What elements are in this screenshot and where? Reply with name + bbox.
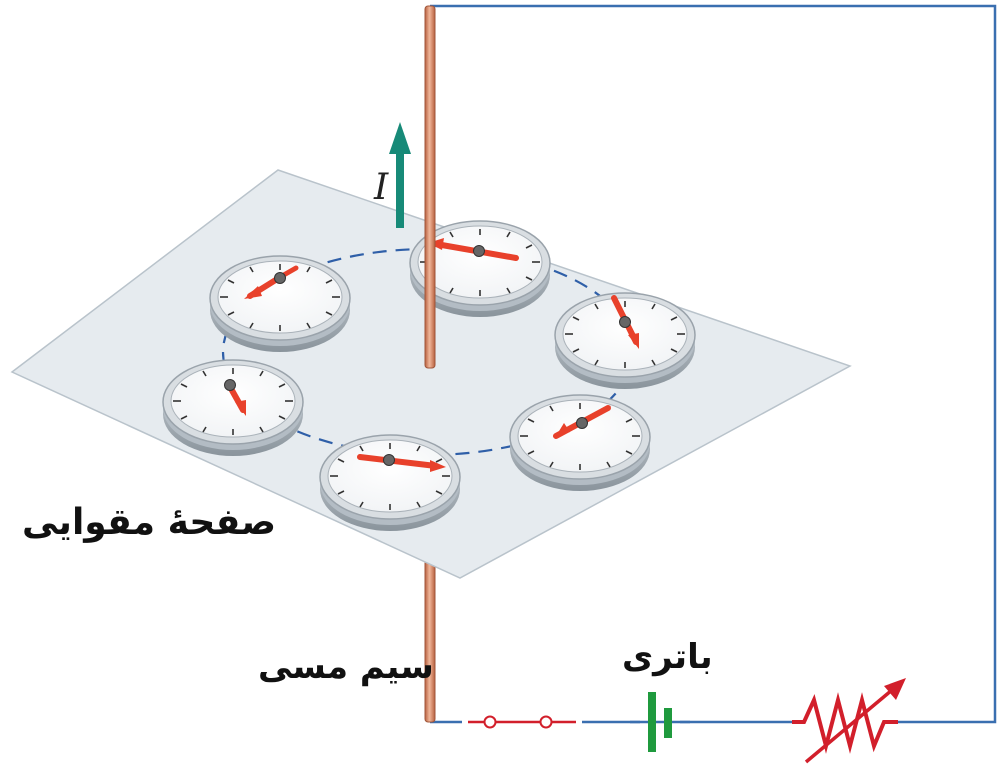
compass-right-top (554, 292, 696, 390)
cardboard-plane (10, 169, 852, 579)
compass-left-top (209, 255, 351, 353)
copper-wire-label: سیم مسی (258, 647, 434, 687)
battery-label: باتری (622, 637, 713, 677)
copper-wire-lower (424, 559, 436, 723)
compass-bottom (319, 434, 461, 532)
current-arrow-icon (389, 122, 411, 228)
compass-right-bottom (509, 394, 651, 492)
battery-icon (630, 690, 690, 754)
switch (462, 715, 582, 729)
copper-wire-upper (424, 5, 436, 369)
current-label: I (374, 167, 389, 208)
cardboard-label: صفحهٔ مقوایی (22, 502, 277, 543)
rheostat-icon (792, 678, 906, 764)
compass-top (409, 220, 551, 318)
circuit-wire (430, 4, 997, 724)
compass-left-bottom (162, 359, 304, 457)
